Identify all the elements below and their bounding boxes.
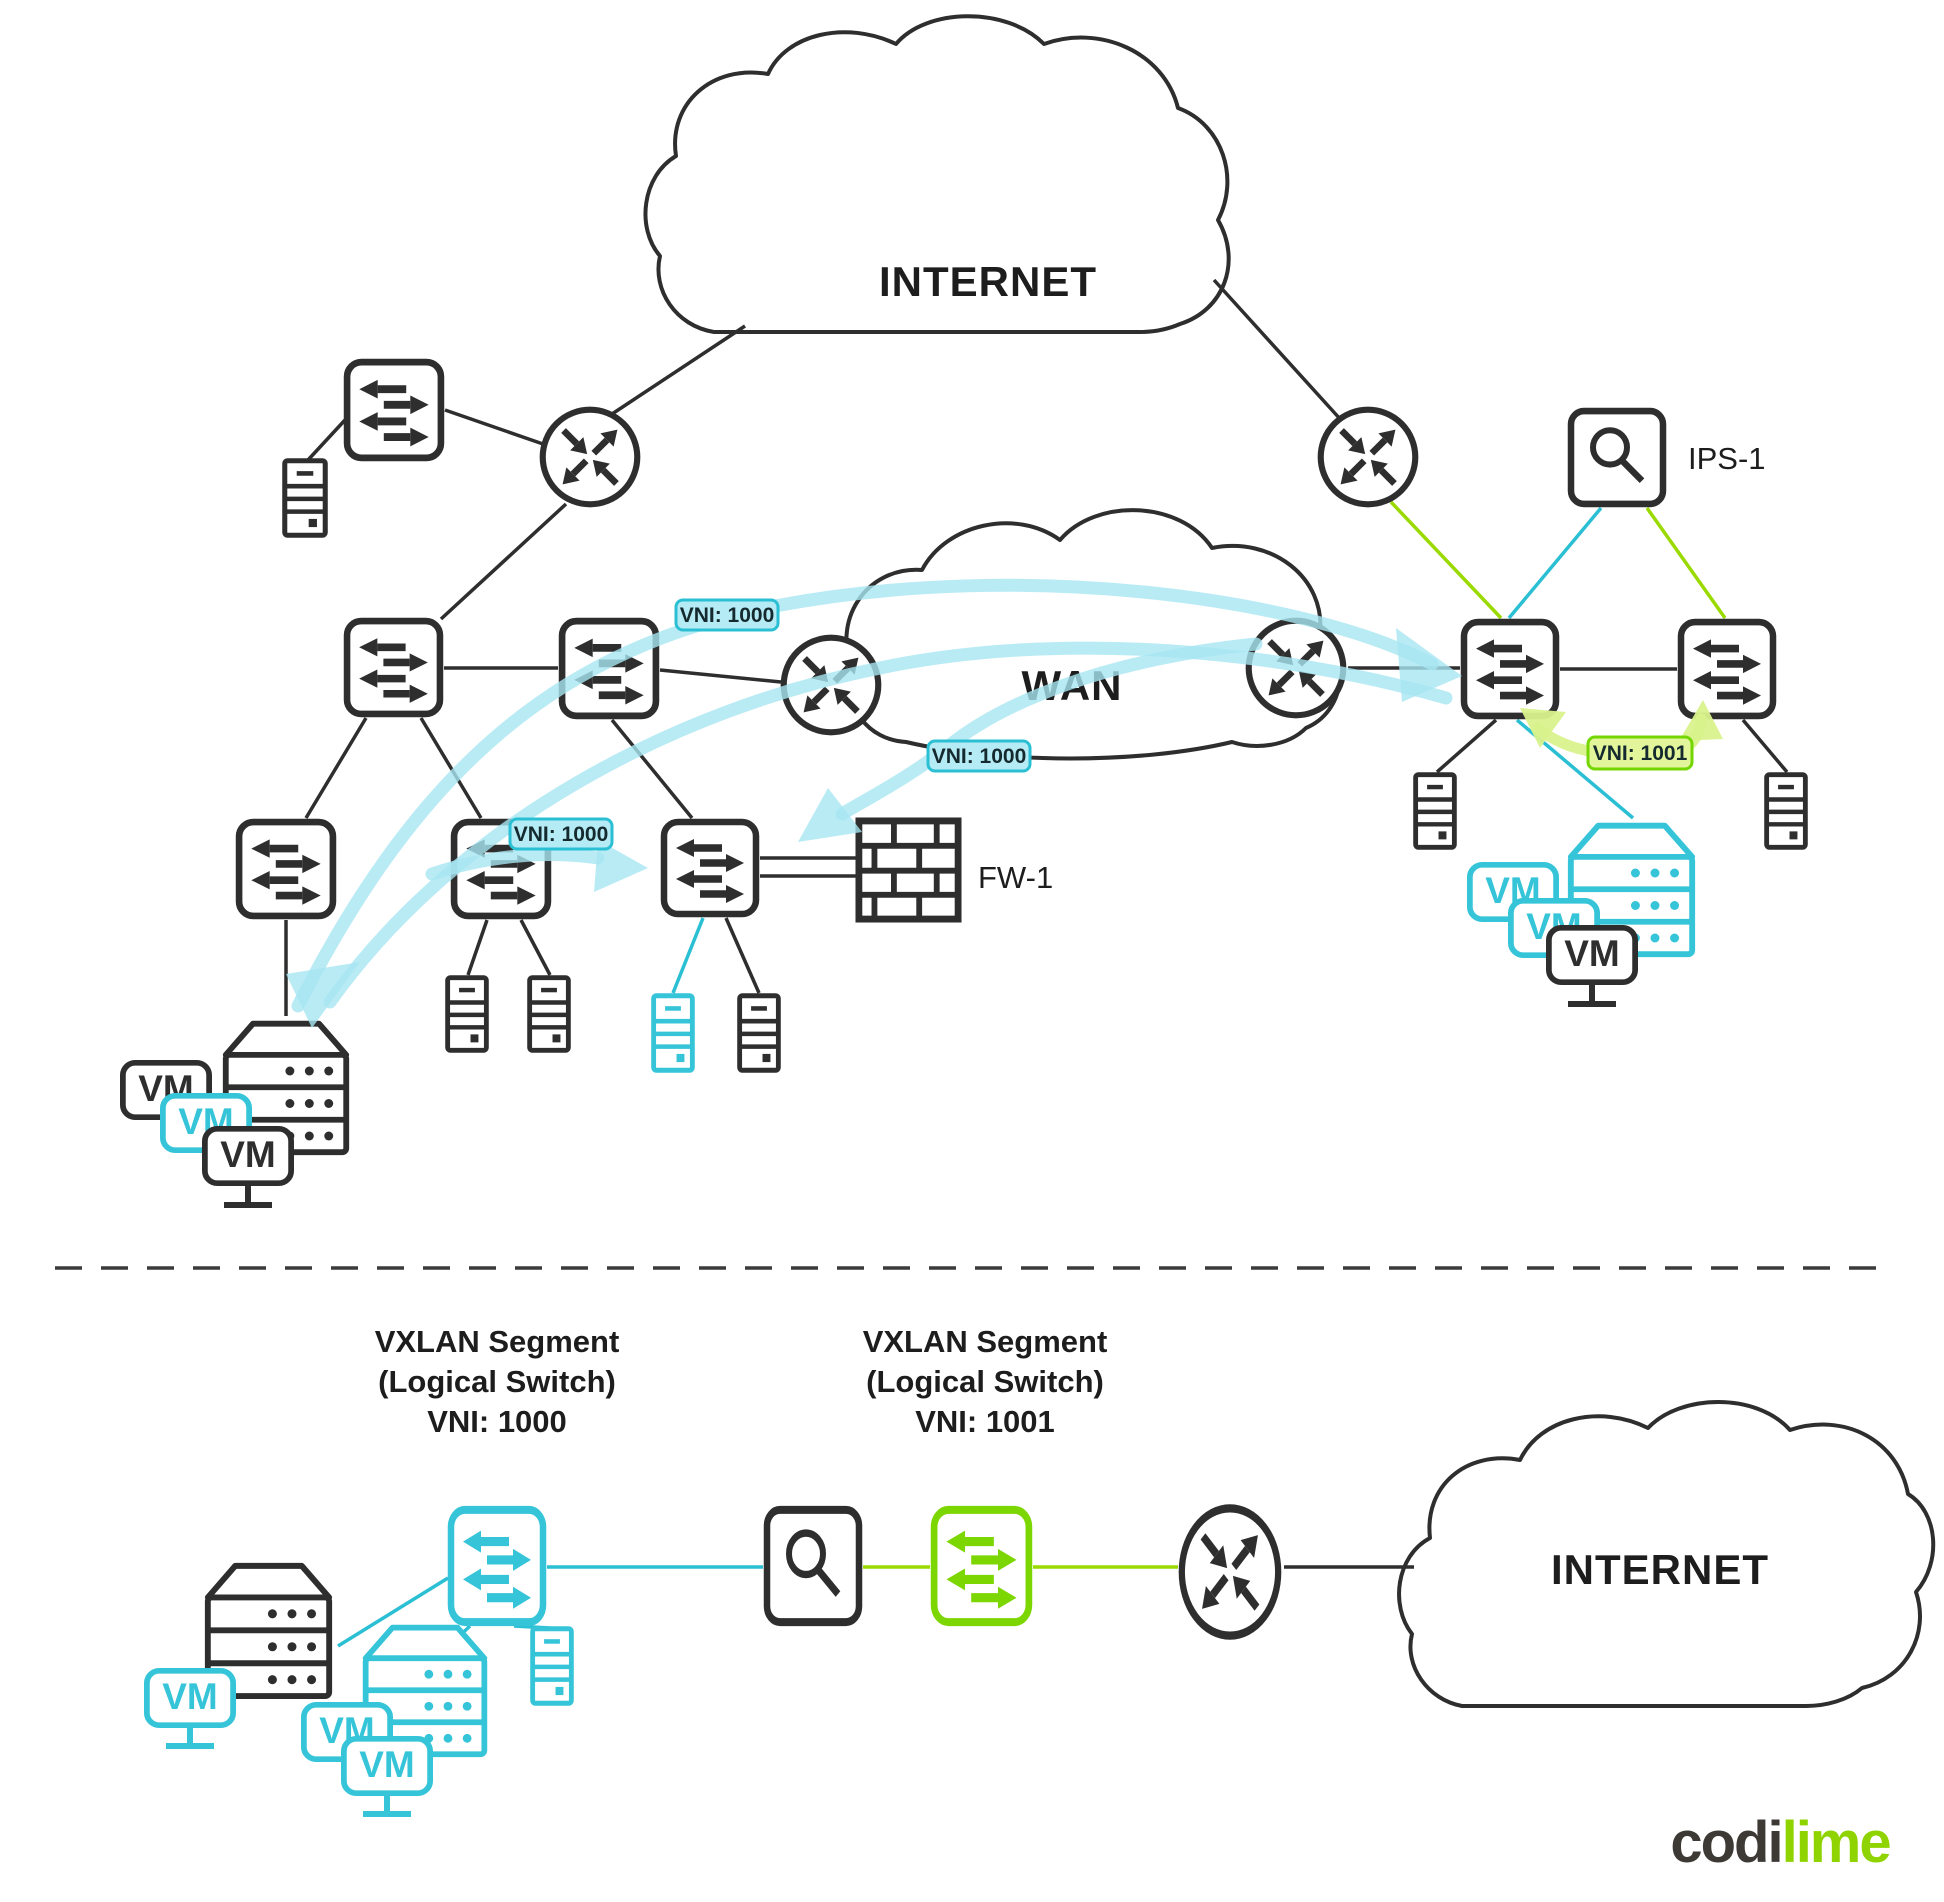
- switch-mid-left-icon: [347, 621, 440, 714]
- wan-cloud: WAN: [844, 508, 1342, 761]
- segment2-line1: VXLAN Segment: [863, 1324, 1108, 1359]
- server-top-left-icon: [285, 461, 325, 536]
- server-cyan-icon: [533, 1629, 572, 1704]
- segment2-line2: (Logical Switch): [866, 1364, 1104, 1399]
- server-icon: [530, 978, 569, 1051]
- vni-1000-label-1: VNI: 1000: [674, 598, 780, 632]
- server-icon: [740, 996, 779, 1071]
- logo-lime-part: lime: [1782, 1810, 1891, 1875]
- internet-cloud-bottom: INTERNET: [1397, 1400, 1936, 1708]
- firewall-icon: [859, 821, 958, 919]
- router-right-icon: [1321, 410, 1416, 505]
- vm-label: VM: [220, 1134, 276, 1175]
- server-cyan-icon: [654, 996, 693, 1071]
- segment2-caption: VXLAN Segment (Logical Switch) VNI: 1001: [863, 1324, 1108, 1439]
- codilime-logo: codilime: [1670, 1810, 1890, 1875]
- switch-right-1-icon: [1464, 622, 1556, 716]
- router-left-icon: [543, 410, 638, 505]
- segment1-caption: VXLAN Segment (Logical Switch) VNI: 1000: [375, 1324, 620, 1439]
- ips-bottom-icon: [767, 1510, 859, 1622]
- segment1-line3: VNI: 1000: [427, 1404, 567, 1439]
- vni-1000-label-3: VNI: 1000: [508, 817, 614, 851]
- segment1-line1: VXLAN Segment: [375, 1324, 620, 1359]
- host-right-group: VM VM VM: [1470, 826, 1692, 1007]
- internet-cloud-top: INTERNET: [643, 14, 1231, 334]
- internet-top-label: INTERNET: [879, 258, 1097, 305]
- switch-mid-center-icon: [562, 621, 656, 716]
- segment2-line3: VNI: 1001: [915, 1404, 1055, 1439]
- fw1-label: FW-1: [978, 860, 1053, 895]
- logical-switch-vni1000-icon: [451, 1510, 543, 1622]
- switch-firewall-icon: [664, 822, 756, 914]
- host-left-group: VM VM VM: [123, 1024, 346, 1208]
- lime-links: [863, 500, 1727, 1569]
- vni-1000-label-2: VNI: 1000: [926, 739, 1032, 773]
- vni-1000-text: VNI: 1000: [932, 745, 1027, 768]
- ips1-icon: [1571, 411, 1663, 504]
- logical-switch-vni1001-icon: [934, 1510, 1029, 1622]
- vni-1001-text: VNI: 1001: [1593, 742, 1688, 765]
- host-bottom-cyan-group: VM VM: [304, 1628, 484, 1817]
- vm-label: VM: [1564, 933, 1620, 974]
- router-bottom-icon: [1182, 1508, 1278, 1635]
- vm-label: VM: [359, 1744, 415, 1785]
- server-icon: [1416, 775, 1455, 848]
- vni-1000-text: VNI: 1000: [514, 823, 609, 846]
- vni-1000-text: VNI: 1000: [680, 604, 775, 627]
- ips1-label: IPS-1: [1688, 441, 1766, 476]
- segment1-line2: (Logical Switch): [378, 1364, 616, 1399]
- server-icon: [448, 978, 487, 1051]
- switch-top-left-icon: [347, 362, 441, 458]
- host-bottom-dark-group: VM: [147, 1566, 329, 1749]
- internet-bottom-label: INTERNET: [1551, 1546, 1769, 1593]
- switch-right-2-icon: [1681, 622, 1773, 716]
- cyan-links: [337, 506, 1635, 1659]
- switch-low-left-icon: [239, 822, 333, 916]
- server-icon: [1767, 775, 1806, 848]
- vm-label: VM: [162, 1676, 218, 1717]
- logo-codi-part: codi: [1670, 1810, 1781, 1875]
- vni-1001-label: VNI: 1001: [1586, 735, 1694, 771]
